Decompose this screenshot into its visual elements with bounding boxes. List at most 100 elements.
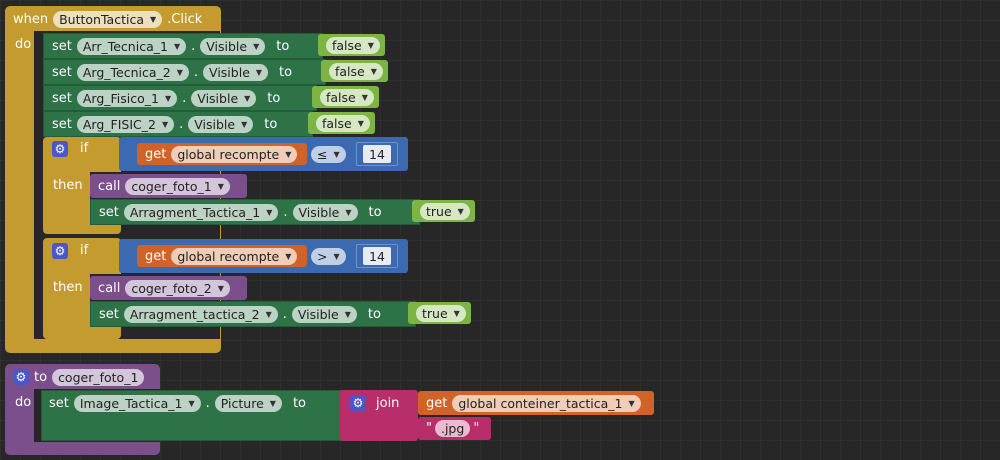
boolean-dropdown[interactable]: false▼ — [320, 88, 374, 106]
to-keyword: to — [276, 38, 290, 54]
chevron-down-icon: ▼ — [285, 251, 292, 261]
call-procedure-block[interactable]: call coger_foto_2▼ — [90, 276, 247, 300]
chevron-down-icon: ▼ — [255, 67, 263, 77]
chevron-down-icon: ▼ — [345, 207, 352, 217]
when-keyword: when — [13, 11, 49, 27]
set-statement-2[interactable]: set Arg_Tecnica_2▼ . Visible▼ to — [43, 59, 326, 85]
procedure-dropdown[interactable]: coger_foto_1▼ — [125, 177, 230, 195]
to-keyword: to — [264, 116, 278, 132]
property-dropdown[interactable]: Visible▼ — [203, 63, 269, 81]
boolean-dropdown[interactable]: false▼ — [329, 62, 383, 80]
boolean-block[interactable]: false▼ — [308, 112, 375, 134]
boolean-dropdown[interactable]: true▼ — [416, 304, 466, 322]
text-block[interactable]: " .jpg " — [418, 417, 491, 440]
boolean-block[interactable]: false▼ — [321, 60, 388, 82]
set-statement-1[interactable]: set Arr_Tecnica_1▼ . Visible▼ to — [43, 33, 323, 59]
set-statement-procedure-row: set Image_Tactica_1▼ . Picture▼ to — [41, 392, 314, 414]
boolean-block[interactable]: true▼ — [412, 200, 475, 222]
procedure-name-field[interactable]: coger_foto_1 — [52, 368, 145, 386]
to-keyword: to — [34, 369, 48, 385]
variable-dropdown[interactable]: global conteiner_tactica_1▼ — [452, 394, 641, 412]
property-dropdown[interactable]: Visible▼ — [291, 305, 357, 323]
dot-separator: . — [179, 116, 184, 132]
boolean-dropdown[interactable]: true▼ — [420, 202, 470, 220]
chevron-down-icon: ▼ — [265, 309, 272, 319]
boolean-dropdown[interactable]: false▼ — [316, 114, 370, 132]
set-keyword: set — [52, 90, 72, 106]
then-keyword: then — [53, 178, 83, 193]
number-block[interactable]: 14 — [356, 142, 398, 166]
gear-icon[interactable]: ⚙ — [52, 141, 68, 157]
variable-dropdown[interactable]: global recompte▼ — [171, 247, 298, 265]
component-dropdown[interactable]: Arr_Tecnica_1▼ — [76, 37, 187, 55]
component-dropdown[interactable]: Arg_Fisico_1▼ — [76, 89, 178, 107]
chevron-down-icon: ▼ — [217, 283, 224, 293]
set-statement-4[interactable]: set Arg_FISIC_2▼ . Visible▼ to — [43, 111, 313, 137]
get-keyword: get — [426, 395, 448, 411]
quote-open: " — [426, 421, 432, 436]
component-dropdown[interactable]: Arragment_Tactica_1▼ — [123, 203, 279, 221]
set-statement-3[interactable]: set Arg_Fisico_1▼ . Visible▼ to — [43, 85, 317, 111]
text-value-field[interactable]: .jpg — [434, 420, 471, 437]
chevron-down-icon: ▼ — [173, 41, 181, 51]
dot-separator: . — [282, 306, 287, 322]
boolean-block[interactable]: true▼ — [408, 302, 471, 324]
boolean-block[interactable]: false▼ — [312, 86, 379, 108]
call-keyword: call — [98, 280, 121, 296]
call-keyword: call — [98, 178, 121, 194]
chevron-down-icon: ▼ — [188, 398, 195, 408]
property-dropdown[interactable]: Visible▼ — [200, 37, 266, 55]
dot-separator: . — [191, 38, 196, 54]
chevron-down-icon: ▼ — [457, 206, 464, 216]
set-statement-if2[interactable]: set Arragment_tactica_2▼ . Visible▼ to — [90, 301, 416, 327]
chevron-down-icon: ▼ — [244, 93, 251, 103]
operator-dropdown[interactable]: >▼ — [311, 248, 346, 265]
chevron-down-icon: ▼ — [367, 40, 374, 50]
set-keyword: set — [52, 38, 72, 54]
procedure-dropdown[interactable]: coger_foto_2▼ — [125, 279, 230, 297]
do-keyword: do — [15, 37, 32, 52]
number-value[interactable]: 14 — [363, 247, 391, 265]
to-keyword: to — [367, 306, 381, 322]
chevron-down-icon: ▼ — [370, 66, 377, 76]
gear-icon[interactable]: ⚙ — [13, 369, 29, 385]
property-dropdown[interactable]: Picture▼ — [214, 394, 282, 412]
chevron-down-icon: ▼ — [285, 149, 292, 159]
chevron-down-icon: ▼ — [165, 93, 172, 103]
boolean-dropdown[interactable]: false▼ — [326, 36, 380, 54]
chevron-down-icon: ▼ — [361, 92, 368, 102]
chevron-down-icon: ▼ — [628, 398, 635, 408]
chevron-down-icon: ▼ — [266, 207, 273, 217]
boolean-block[interactable]: false▼ — [318, 34, 385, 56]
component-dropdown[interactable]: Arg_Tecnica_2▼ — [76, 63, 189, 81]
number-value[interactable]: 14 — [363, 145, 391, 163]
property-dropdown[interactable]: Visible▼ — [292, 203, 358, 221]
property-dropdown[interactable]: Visible▼ — [191, 89, 257, 107]
set-statement-if1[interactable]: set Arragment_Tactica_1▼ . Visible▼ to — [90, 199, 420, 225]
to-keyword: to — [368, 204, 382, 220]
component-dropdown[interactable]: Arg_FISIC_2▼ — [76, 115, 175, 133]
get-variable-block[interactable]: get global conteiner_tactica_1▼ — [418, 391, 654, 415]
gear-icon[interactable]: ⚙ — [52, 243, 68, 259]
component-dropdown[interactable]: Arragment_tactica_2▼ — [123, 305, 278, 323]
set-keyword: set — [99, 306, 119, 322]
component-dropdown[interactable]: Image_Tactica_1▼ — [73, 394, 201, 412]
get-keyword: get — [145, 146, 167, 162]
get-variable-block[interactable]: get global recompte▼ — [137, 143, 307, 165]
chevron-down-icon: ▼ — [176, 67, 183, 77]
procedure-header[interactable]: ⚙ to coger_foto_1 — [5, 366, 152, 388]
event-header[interactable]: when ButtonTactica▼ .Click — [5, 8, 210, 30]
event-component-dropdown[interactable]: ButtonTactica▼ — [53, 10, 163, 28]
do-keyword: do — [15, 395, 32, 410]
chevron-down-icon: ▼ — [241, 119, 248, 129]
number-block[interactable]: 14 — [356, 244, 398, 268]
chevron-down-icon: ▼ — [344, 309, 351, 319]
operator-dropdown[interactable]: ≤▼ — [311, 146, 346, 163]
call-procedure-block[interactable]: call coger_foto_1▼ — [90, 174, 247, 198]
gear-icon[interactable]: ⚙ — [350, 395, 366, 411]
variable-dropdown[interactable]: global recompte▼ — [171, 145, 298, 163]
to-keyword: to — [267, 90, 281, 106]
get-keyword: get — [145, 248, 167, 264]
get-variable-block[interactable]: get global recompte▼ — [137, 245, 307, 267]
property-dropdown[interactable]: Visible▼ — [188, 115, 254, 133]
